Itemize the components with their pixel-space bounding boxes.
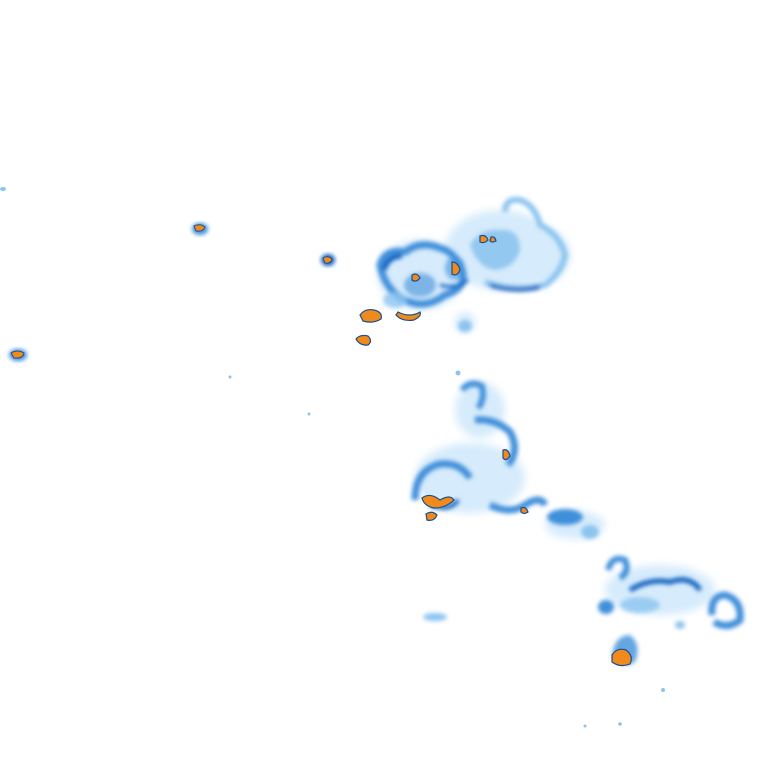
- storm-cell-small-west: [0, 187, 335, 361]
- radar-specks: [228, 370, 665, 728]
- storm-cell-north-cluster: [355, 196, 570, 346]
- storm-cell-south-cluster: [411, 380, 744, 667]
- heavy-core-north: [355, 234, 497, 346]
- heavy-core-south: [421, 449, 632, 667]
